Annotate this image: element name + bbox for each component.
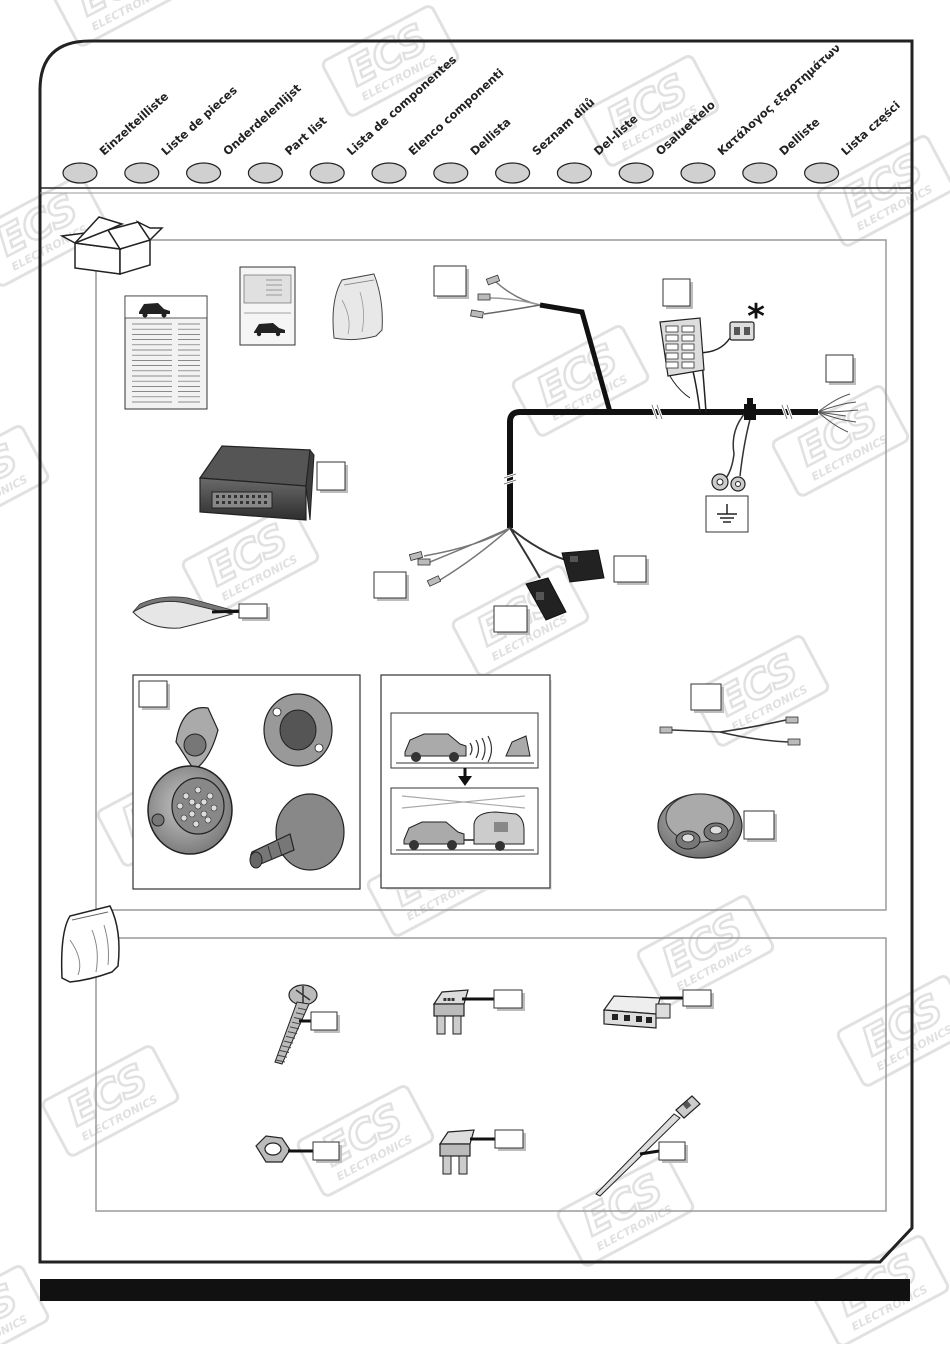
asterisk-symbol: * [747, 297, 765, 337]
svg-text:▪▪▪: ▪▪▪ [443, 996, 455, 1003]
hex-nut [255, 1135, 291, 1163]
fitting-instructions-card [239, 266, 296, 346]
mounting-screw [274, 984, 318, 1065]
harness-clip [744, 398, 756, 420]
language-check-circle[interactable] [618, 162, 654, 184]
language-check-circle[interactable] [186, 162, 222, 184]
13-pin-socket [147, 707, 233, 855]
part-number-box [310, 1011, 338, 1031]
part-number-box [743, 810, 775, 840]
open-box-icon [59, 216, 164, 276]
wiring-harness [423, 281, 859, 581]
trailer-socket-panel [132, 674, 361, 890]
language-check-circle[interactable] [433, 162, 469, 184]
language-check-circle[interactable] [124, 162, 160, 184]
kit-contents-panel [95, 239, 887, 911]
parking-sensor-panel [380, 674, 552, 890]
control-module [198, 445, 315, 521]
wire-terminals-top [470, 274, 501, 319]
language-check-circle[interactable] [803, 162, 840, 184]
terminal-block-connector [659, 317, 705, 399]
part-number-box [493, 605, 528, 633]
rubber-grommet [657, 793, 743, 859]
part-number-box [433, 265, 467, 297]
blade-fuse-1: ▪▪▪ [432, 989, 469, 1035]
multi-pin-connector-plug [602, 995, 671, 1029]
language-check-circle[interactable] [556, 162, 593, 184]
small-relay-plug [729, 321, 755, 341]
part-number-box [373, 571, 407, 599]
plastic-bag [332, 273, 383, 341]
ground-symbol [705, 495, 749, 533]
wire-terminals-bottom [408, 551, 442, 587]
adapter-cable [659, 716, 801, 746]
part-number-box [690, 683, 722, 711]
instruction-sheet [124, 295, 208, 410]
part-number-box [238, 603, 268, 619]
small-parts-panel [95, 937, 887, 1212]
sheet-frame [38, 39, 914, 1264]
language-check-circle[interactable] [309, 162, 345, 184]
part-number-box [825, 354, 854, 383]
part-number-box [662, 278, 691, 307]
language-label: Κατάλογος εξαρτημάτων [715, 41, 844, 159]
cable-tie [595, 1095, 701, 1197]
part-reference-boxes [138, 265, 856, 1163]
language-check-circle[interactable] [371, 162, 407, 184]
part-number-box [138, 680, 168, 708]
language-label: Dellista [467, 115, 513, 158]
part-number-box [658, 1141, 686, 1161]
part-number-box [682, 989, 712, 1007]
language-label: Delliste [776, 115, 822, 159]
language-check-circle[interactable] [247, 162, 283, 184]
black-connector-lower [525, 577, 567, 621]
down-arrow-icon [458, 768, 472, 786]
parts-bag-icon [60, 905, 120, 983]
part-number-box [312, 1141, 340, 1161]
blade-fuse-2 [438, 1129, 475, 1175]
language-label: Part list [282, 113, 330, 158]
language-check-circle[interactable] [62, 162, 98, 184]
language-check-circle[interactable] [494, 162, 531, 184]
car-with-caravan-sensor-disabled [396, 795, 534, 851]
black-connector-upper [561, 549, 605, 583]
socket-gasket [263, 693, 333, 767]
language-check-circle[interactable] [742, 162, 778, 184]
rubber-seal-boot [249, 793, 345, 871]
language-label: Lista części [838, 98, 903, 158]
part-number-box [613, 555, 647, 583]
part-number-box [494, 1129, 524, 1149]
part-number-box [316, 461, 346, 491]
ground-ring-terminals [711, 473, 746, 492]
language-check-circle[interactable] [680, 162, 716, 184]
car-with-parking-sensor [396, 733, 534, 764]
part-number-box [493, 989, 523, 1009]
footer-bar [40, 1279, 910, 1301]
